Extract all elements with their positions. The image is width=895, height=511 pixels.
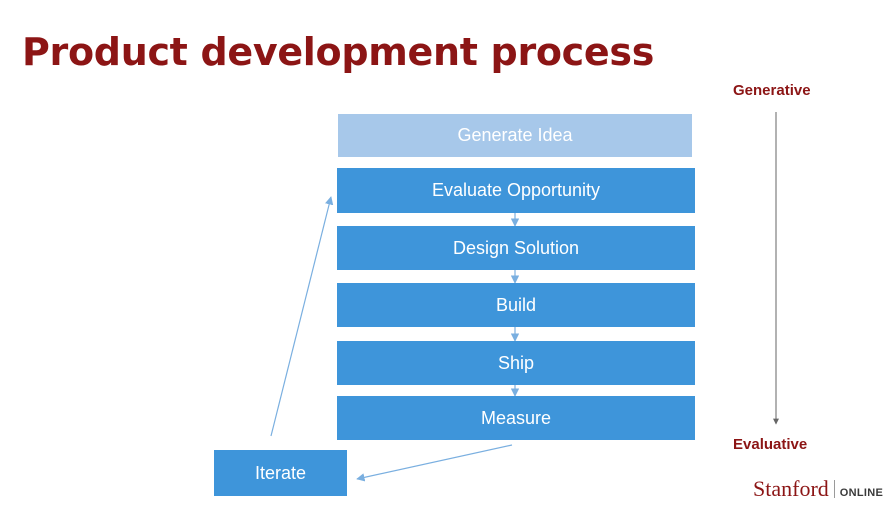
build-box: Build [337,283,695,327]
measure-to-iterate-arrow [356,444,513,482]
iterate-to-evaluate-arrow [270,196,334,437]
evaluate-opportunity-box: Evaluate Opportunity [337,168,695,213]
logo-wordmark: Stanford [753,476,829,501]
ship-box: Ship [337,341,695,385]
measure-box: Measure [337,396,695,440]
iterate-box: Iterate [214,450,347,496]
evaluative-label: Evaluative [733,436,808,453]
logo-subtitle: ONLINE [839,487,884,499]
stanford-online-logo: Stanford ONLINE [753,476,883,502]
generative-label: Generative [733,82,811,99]
generate-idea-box: Generate Idea [338,114,692,157]
logo-divider [833,480,835,498]
page-title: Product development process [22,30,655,74]
design-solution-box: Design Solution [337,226,695,270]
